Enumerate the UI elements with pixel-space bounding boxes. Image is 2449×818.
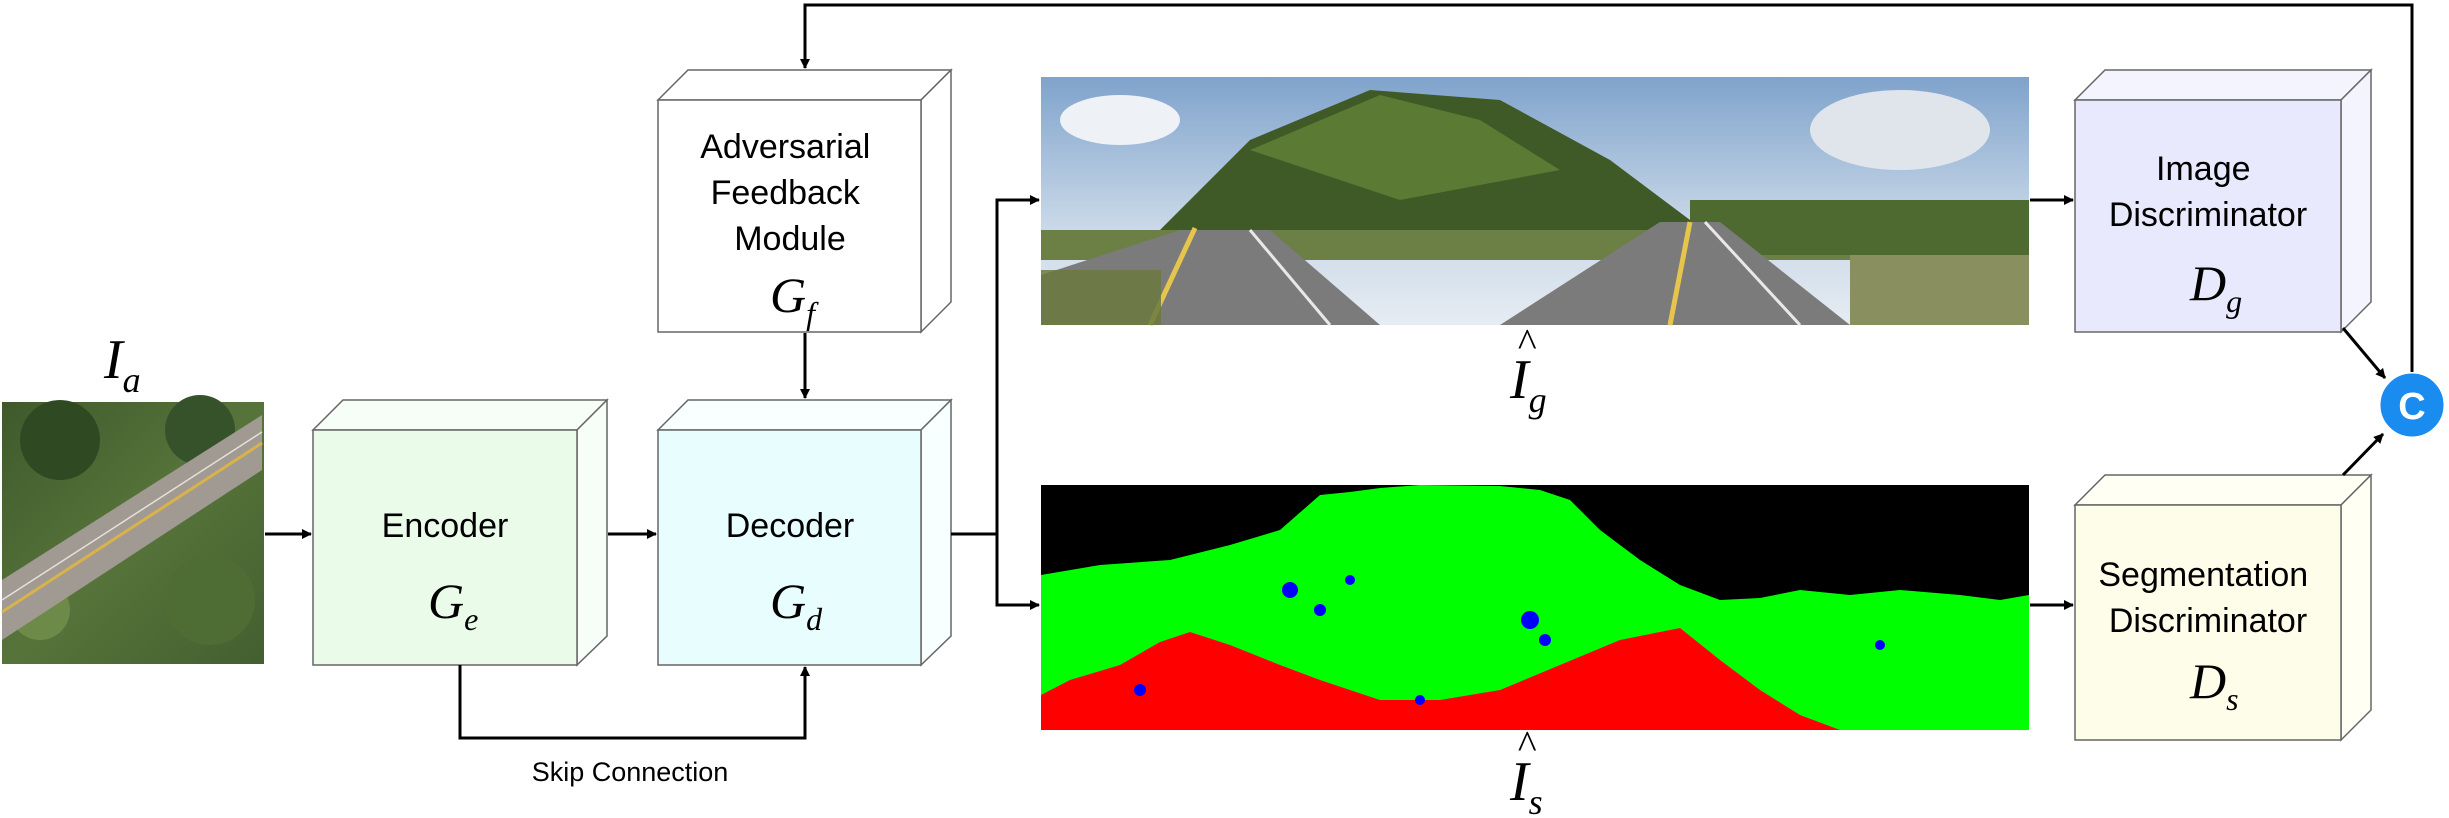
- connectors: [265, 3, 2414, 740]
- image-discriminator-block: [2073, 68, 2373, 334]
- concat-node: C: [2377, 370, 2447, 440]
- arrow-segdisc-to-concat: [2341, 432, 2385, 477]
- svg-text:C: C: [2398, 386, 2425, 428]
- encoder-symbol: Ge: [428, 573, 478, 637]
- encoder-block: [311, 398, 609, 667]
- image-discriminator-symbol: Dg: [2189, 255, 2242, 319]
- generated-street-image: [1041, 77, 2029, 327]
- aerial-input-image: [1, 395, 264, 664]
- generated-image-hat: ^: [1517, 320, 1537, 365]
- feedback-loop-arrow: [800, 3, 2414, 372]
- encoder-label: Encoder: [382, 507, 509, 545]
- generated-segmentation-map: [1041, 485, 2029, 730]
- skip-connection-label: Skip Connection: [532, 757, 729, 787]
- seg-discriminator-block: [2073, 473, 2373, 742]
- arrow-decoder-to-seg: [995, 534, 1040, 610]
- decoder-label: Decoder: [726, 507, 855, 545]
- seg-discriminator-symbol: Ds: [2189, 653, 2239, 717]
- decoder-symbol: Gd: [770, 573, 823, 637]
- skip-connection-arrow: [458, 665, 810, 740]
- seg-discriminator-label: Segmentation Discriminator: [2098, 556, 2317, 640]
- arrow-imgdisc-to-concat: [2341, 327, 2387, 379]
- arrow-decoder-to-image: [951, 195, 1040, 536]
- feedback-module-block: [656, 68, 953, 334]
- generated-image-symbol: Ig: [1509, 349, 1547, 420]
- decoder-block: [656, 398, 953, 667]
- generated-seg-hat: ^: [1517, 722, 1537, 767]
- feedback-module-label: Adversarial Feedback Module: [700, 128, 880, 258]
- generated-seg-symbol: Is: [1509, 751, 1543, 818]
- input-image-symbol: Ia: [103, 329, 141, 400]
- image-discriminator-label: Image Discriminator: [2109, 150, 2307, 234]
